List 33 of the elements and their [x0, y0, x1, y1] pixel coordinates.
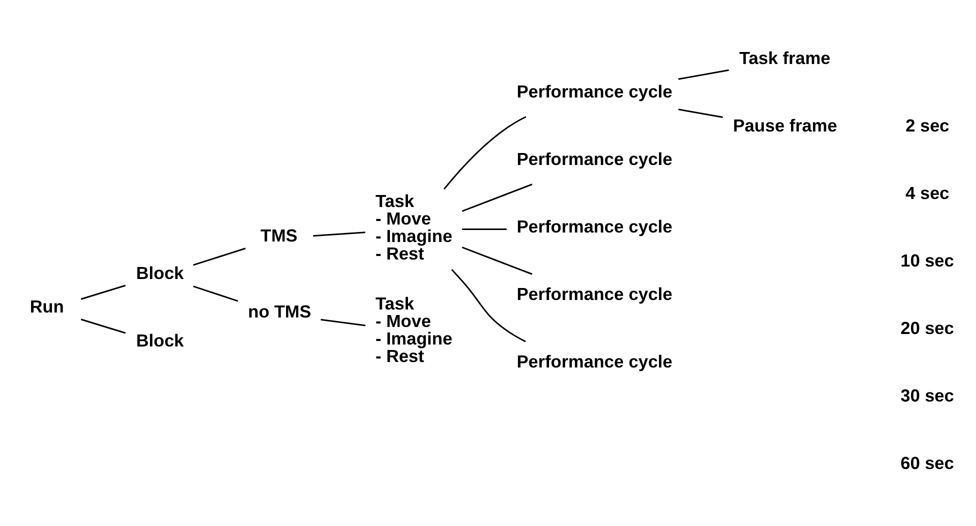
- node-text: Task - Move - Imagine - Rest: [376, 294, 452, 366]
- node-text: Performance cycle: [516, 149, 672, 170]
- connector: [193, 248, 246, 266]
- node-text: Performance cycle: [516, 284, 672, 304]
- connector: [80, 318, 126, 334]
- label: 4 sec: [906, 182, 950, 203]
- node-text: Task frame: [739, 48, 830, 68]
- connector: [313, 232, 366, 237]
- connector: [320, 318, 366, 326]
- node-text: Task - Move - Imagine - Rest: [376, 191, 452, 264]
- connector: [678, 108, 723, 118]
- connector: [462, 184, 532, 212]
- label: 2 sec: [906, 115, 950, 136]
- node-text: Performance cycle: [516, 216, 672, 237]
- connector: [193, 286, 238, 302]
- node-text: TMS: [260, 225, 298, 246]
- node-text: Pause frame: [733, 115, 838, 136]
- label: 60 sec: [900, 452, 954, 473]
- label: 10 sec: [900, 250, 954, 270]
- label: 30 sec: [900, 385, 954, 406]
- connector: [678, 69, 729, 80]
- connector: [462, 228, 507, 230]
- connector: [451, 269, 526, 342]
- connector: [80, 284, 126, 300]
- node-text: Performance cycle: [516, 352, 672, 372]
- connector: [444, 116, 526, 190]
- node-text: Block: [136, 262, 184, 283]
- node-text: Performance cycle: [516, 82, 672, 102]
- node-text: no TMS: [248, 302, 312, 322]
- node-text: Run: [30, 296, 64, 317]
- label: 20 sec: [900, 318, 954, 338]
- connector: [462, 246, 532, 275]
- node-text: Block: [136, 330, 184, 350]
